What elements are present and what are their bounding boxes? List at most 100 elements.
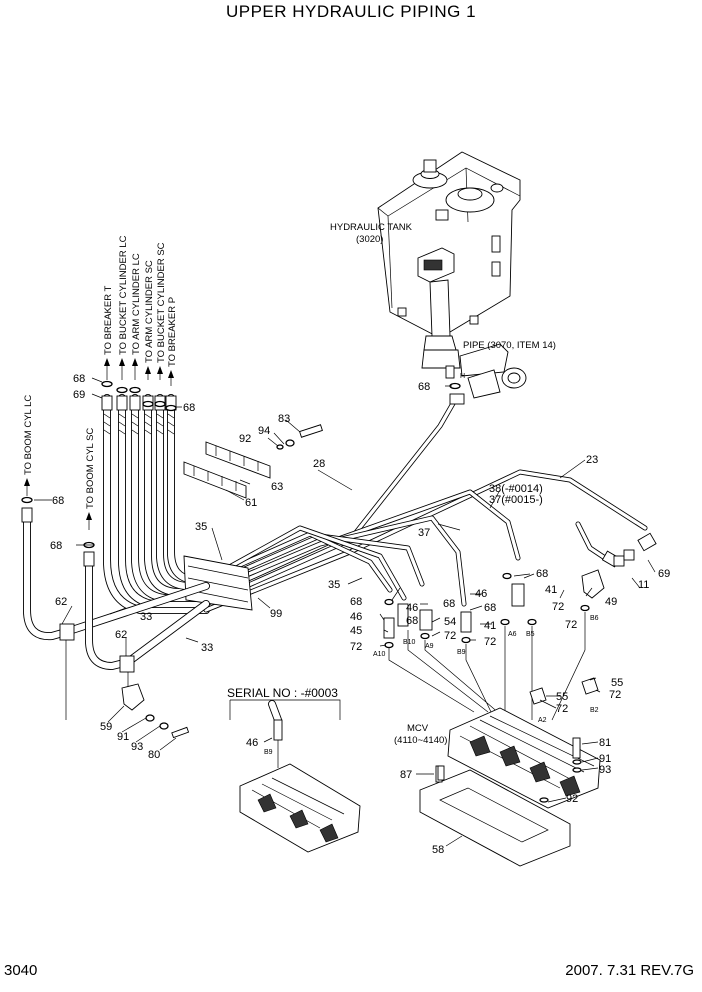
leader-lines	[34, 377, 656, 847]
callout: 91	[599, 753, 611, 765]
hydraulic-tank-ref: (3020)	[356, 234, 383, 245]
callout: 68	[484, 602, 496, 614]
callout: 35	[195, 521, 207, 533]
callout: 11	[638, 579, 649, 591]
callout: 69	[73, 389, 85, 401]
callout: 72	[552, 601, 564, 613]
callout: 46	[406, 602, 418, 614]
callout: 72	[556, 703, 568, 715]
destination-label: TO BREAKER T	[103, 285, 114, 355]
hydraulic-tank	[377, 151, 527, 399]
port-label: A2	[538, 717, 547, 724]
callout: 46	[350, 611, 362, 623]
callout: 91	[117, 731, 129, 743]
callout: 92	[239, 433, 251, 445]
bracket-hardware	[145, 714, 581, 781]
serial-inset	[229, 699, 361, 853]
callout: 68	[536, 568, 548, 580]
callout: 62	[115, 629, 127, 641]
callout: 41	[545, 584, 557, 596]
callout: 72	[444, 630, 456, 642]
callout: 45	[350, 625, 362, 637]
callout: 92	[566, 793, 578, 805]
destination-label: TO BUCKET CYLINDER SC	[156, 242, 167, 363]
callout: 58	[432, 844, 444, 856]
callout: 49	[605, 596, 617, 608]
destination-label: TO BUCKET CYLINDER LC	[118, 235, 129, 355]
port-label: A9	[425, 643, 434, 650]
callout: 37(#0015-)	[489, 494, 543, 506]
callout: 72	[484, 636, 496, 648]
clamps	[183, 424, 323, 499]
callout: 81	[599, 737, 611, 749]
callout: 68	[73, 373, 85, 385]
callout: 62	[55, 596, 67, 608]
destination-arrows	[21, 358, 461, 549]
destination-label: TO ARM CYLINDER SC	[144, 260, 155, 363]
mcv-ref-label: (4110~4140)	[394, 735, 447, 746]
callout: 55	[556, 691, 568, 703]
port-label: H	[460, 373, 465, 380]
callout: 99	[270, 608, 282, 620]
destination-label: TO BREAKER P	[167, 297, 178, 367]
mcv-valve	[419, 707, 601, 867]
destination-label: TO BOOM CYL LC	[23, 395, 34, 475]
callout: 93	[131, 741, 143, 753]
port-label: A10	[373, 651, 386, 658]
boom-hoses	[21, 507, 210, 720]
callout: 61	[245, 497, 257, 509]
callout: 68	[183, 402, 195, 414]
callout: 72	[350, 641, 362, 653]
callout: 93	[599, 764, 611, 776]
callout: 59	[100, 721, 112, 733]
port-label: B9	[457, 649, 466, 656]
callout: 68	[443, 598, 455, 610]
callout: 94	[258, 425, 270, 437]
port-label: B5	[526, 631, 535, 638]
fittings	[383, 572, 599, 721]
port-label: B2	[590, 707, 599, 714]
mcv-label: MCV	[407, 723, 429, 734]
date-revision: 2007. 7.31 REV.7G	[565, 962, 694, 979]
callout: 28	[313, 458, 325, 470]
destination-labels: TO BREAKER T TO BUCKET CYLINDER LC TO AR…	[23, 235, 178, 509]
text-labels: HYDRAULIC TANK (3020) PIPE (3070, ITEM 1…	[227, 222, 556, 746]
callout: 80	[148, 749, 160, 761]
port-label: B10	[403, 639, 416, 646]
callout: 72	[565, 619, 577, 631]
callout: 35	[328, 579, 340, 591]
port-label: B6	[590, 615, 599, 622]
callout: 69	[658, 568, 670, 580]
callout: 37	[418, 527, 430, 539]
callout: 63	[271, 481, 283, 493]
callout: 46	[246, 737, 258, 749]
part-callouts: 68 69 68 83 94 92 63 61 28 23 68 38(-#00…	[50, 373, 670, 856]
page-number: 3040	[4, 962, 38, 979]
callout: 38(-#0014)	[489, 483, 543, 495]
callout: 46	[475, 588, 487, 600]
callout: 68	[350, 596, 362, 608]
callout: 68	[52, 495, 64, 507]
destination-label: TO BOOM CYL SC	[85, 428, 96, 509]
port-label: B9	[264, 749, 273, 756]
pipe-bundle	[183, 393, 657, 613]
callout: 55	[611, 677, 623, 689]
callout: 23	[586, 454, 598, 466]
callout: 87	[400, 769, 412, 781]
callout: 68	[50, 540, 62, 552]
callout: 41	[484, 620, 496, 632]
callout: 68	[418, 381, 430, 393]
callout: 33	[201, 642, 213, 654]
callout: 68	[406, 615, 418, 627]
callout: 72	[609, 689, 621, 701]
page-title: UPPER HYDRAULIC PIPING 1	[225, 2, 477, 21]
hydraulic-tank-label: HYDRAULIC TANK	[330, 222, 413, 233]
serial-label: SERIAL NO : -#0003	[227, 686, 338, 700]
callout: 33	[140, 611, 152, 623]
destination-label: TO ARM CYLINDER LC	[131, 253, 142, 355]
callout: 83	[278, 413, 290, 425]
callout: 54	[444, 616, 456, 628]
pipe-ref-label: PIPE (3070, ITEM 14)	[463, 340, 556, 351]
port-label: A6	[508, 631, 517, 638]
